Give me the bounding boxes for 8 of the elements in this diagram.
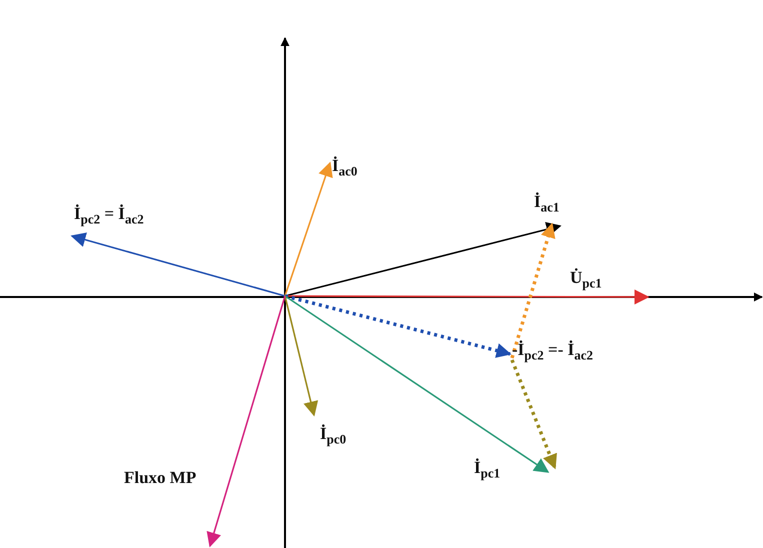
phasor-label: İ$_{pc0}$ xyxy=(320,424,346,447)
phasor-label: İ$_{pc1}$ xyxy=(474,458,500,481)
phasor-label: İ$_{ac0}$ xyxy=(332,156,358,179)
axis-label: Fluxo MP xyxy=(124,468,196,488)
phasor-label: -İ$_{pc2}$ =- İ$_{ac2}$ xyxy=(512,340,594,363)
phasor-label: İ$_{pc2}$ = İ$_{ac2}$ xyxy=(74,204,144,227)
phasor-label: İ$_{ac1}$ xyxy=(534,192,560,215)
phasor-label: U̇$_{pc1}$ xyxy=(570,268,602,291)
